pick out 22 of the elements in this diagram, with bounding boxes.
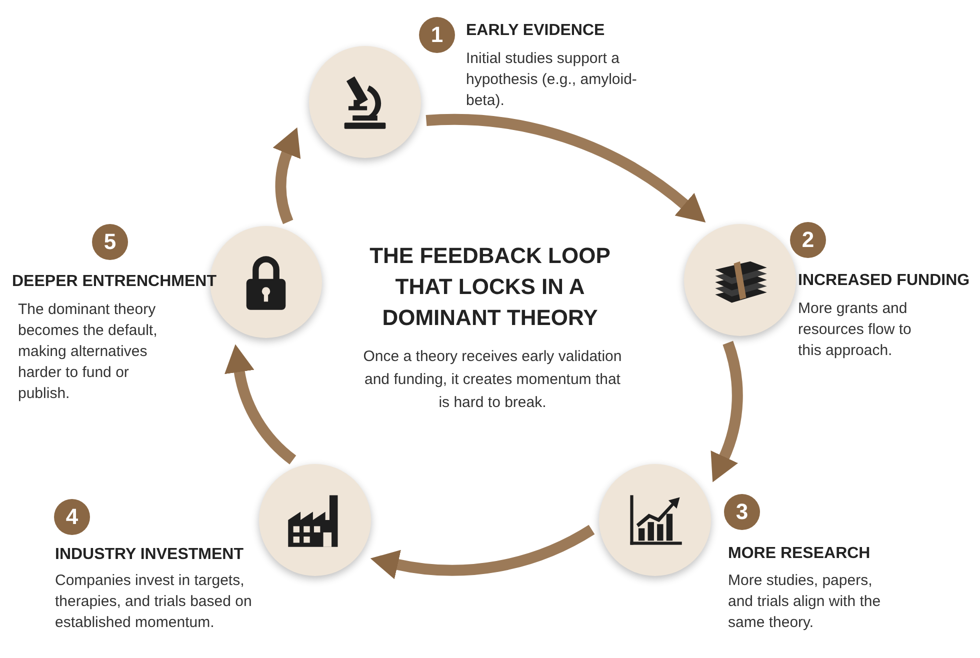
step-heading: EARLY EVIDENCE bbox=[466, 22, 605, 40]
step-number-badge: 2 bbox=[790, 222, 826, 258]
step-description: More studies, papers, and trials align with the same theory. bbox=[728, 571, 882, 633]
curved-arrow bbox=[710, 341, 743, 483]
step-number-badge: 1 bbox=[419, 17, 455, 53]
subtitle-text: Once a theory receives early validation and funding, it creates momentum that is hard to break. bbox=[362, 347, 623, 413]
curved-arrow bbox=[426, 114, 707, 222]
step-number-badge: 5 bbox=[92, 224, 128, 260]
step-description: Companies invest in targets, therapies, and trials based on established momentum. bbox=[55, 571, 253, 633]
step-number-badge: 4 bbox=[54, 499, 90, 535]
step-description: Initial studies support a hypothesis (e.g., amyloid-beta). bbox=[466, 49, 638, 111]
step-heading: DEEPER ENTRENCHMENT bbox=[12, 273, 216, 291]
curved-arrow bbox=[272, 126, 301, 224]
step-heading: INDUSTRY INVESTMENT bbox=[55, 546, 244, 564]
step-description: The dominant theory becomes the default, making alternatives harder to fund or publish. bbox=[18, 300, 158, 404]
curved-arrow bbox=[370, 524, 594, 580]
step-heading: INCREASED FUNDING bbox=[798, 272, 970, 290]
step-number-badge: 3 bbox=[724, 494, 760, 530]
step-description: More grants and resources flow to this approach. bbox=[798, 299, 912, 361]
step-heading: MORE RESEARCH bbox=[728, 545, 870, 563]
curved-arrow bbox=[224, 344, 296, 464]
diagram-title: THE FEEDBACK LOOP THAT LOCKS IN A DOMINANT THEORY bbox=[368, 242, 612, 332]
